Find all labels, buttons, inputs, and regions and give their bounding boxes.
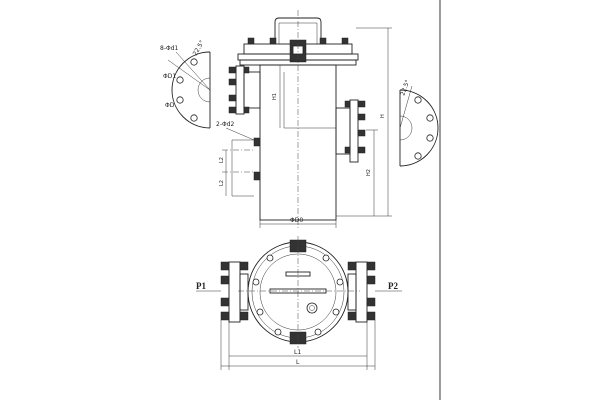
cover-bolts xyxy=(247,37,349,45)
dim-d0-label: ΦD0 xyxy=(290,217,303,224)
plan-inlet-flange xyxy=(228,261,241,323)
dim-d1-label: ΦD1 xyxy=(163,73,176,80)
outlet-flange-detail: 22.5° xyxy=(399,79,439,167)
inlet-flange xyxy=(235,65,245,115)
dim-h1-label: H1 xyxy=(272,93,278,100)
flange-hole-spec-left: 8-Φd1 xyxy=(160,45,179,52)
dim-h2-label: H2 xyxy=(366,169,372,176)
drain-boss-upper xyxy=(253,137,261,147)
flange-angle-left: 22.5° xyxy=(192,39,206,57)
plan-outlet-bolts xyxy=(347,261,376,321)
plan-inlet-bolts xyxy=(220,261,249,321)
dim-d-label: ΦD xyxy=(165,102,175,109)
vent-plug xyxy=(306,302,318,314)
front-elevation-view: H1 H H2 L2 L2 2-Φd2 ΦD0 xyxy=(216,10,392,228)
drain-hole-spec: 2-Φd2 xyxy=(216,121,235,128)
dim-l1-label: L1 xyxy=(294,349,301,356)
inlet-flange-bolts xyxy=(228,66,250,114)
drain-boss-lower xyxy=(253,171,261,181)
plan-outlet-flange xyxy=(355,261,368,323)
port-p2-label: P2 xyxy=(388,281,398,291)
inlet-flange-detail: 8-Φd1 22.5° ΦD1 ΦD xyxy=(160,39,211,129)
dim-l2-lower-label: L2 xyxy=(219,180,225,186)
dim-l-label: L xyxy=(296,359,300,366)
outlet-flange xyxy=(349,99,359,163)
support-leg xyxy=(231,140,254,197)
dim-h-label: H xyxy=(380,114,386,118)
dim-l2-upper-label: L2 xyxy=(219,157,225,163)
port-p1-label: P1 xyxy=(196,281,206,291)
plan-view: P1 P2 L1 L xyxy=(196,236,402,370)
outlet-flange-bolts xyxy=(344,100,366,154)
inlet-nozzle xyxy=(243,71,261,109)
